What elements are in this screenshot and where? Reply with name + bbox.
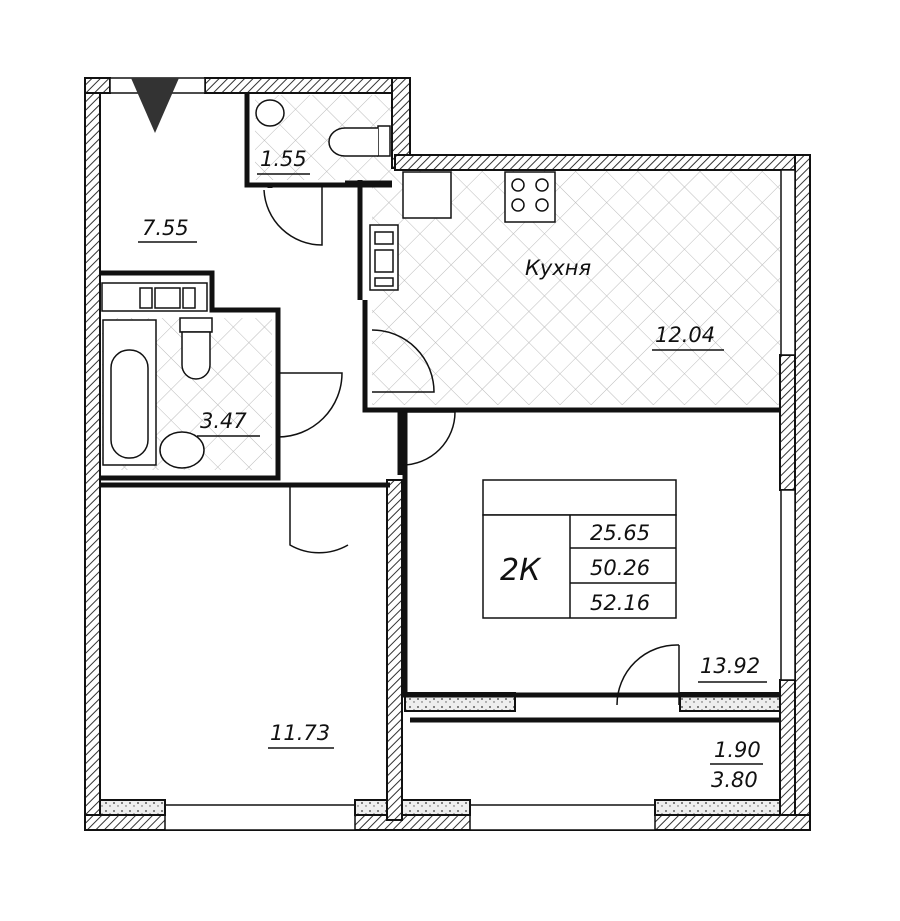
hall-area: 7.55 [142, 216, 189, 240]
toilet-area: 1.55 [260, 147, 307, 171]
bathroom-area: 3.47 [200, 409, 247, 433]
balcony-area: 1.90 [714, 738, 761, 762]
info-table-header [482, 479, 677, 516]
kitchen-area: 12.04 [655, 323, 715, 347]
fixtures [101, 99, 677, 619]
total-area: 50.26 [590, 556, 650, 580]
windows [109, 77, 796, 831]
living-area: 13.92 [700, 654, 760, 678]
bathroom-sink-icon [159, 431, 205, 469]
exterior-walls [84, 77, 811, 831]
bathtub-icon [102, 319, 157, 466]
interior-walls [100, 93, 780, 723]
label-underlines [138, 173, 767, 765]
living-area-total: 25.65 [590, 521, 650, 545]
entrance-arrow-icon [131, 78, 179, 133]
toilet-sink-icon [255, 99, 285, 127]
kitchen-sink-icon [402, 171, 452, 219]
bedroom-area: 11.73 [270, 721, 330, 745]
total-area-with-balcony: 52.16 [590, 591, 650, 615]
kitchen-cabinet-icon [369, 224, 399, 291]
laundry-shelf-icon [101, 282, 208, 312]
info-table-body [482, 514, 677, 619]
bathroom-toilet-icon [179, 317, 213, 380]
apartment-type: 2К [500, 553, 542, 588]
balcony-area-full: 3.80 [711, 768, 758, 792]
stove-icon [504, 171, 556, 223]
kitchen-name: Кухня [525, 256, 591, 280]
doors [263, 185, 680, 706]
toilet-icon [328, 125, 391, 157]
balcony-parapets [99, 692, 781, 816]
